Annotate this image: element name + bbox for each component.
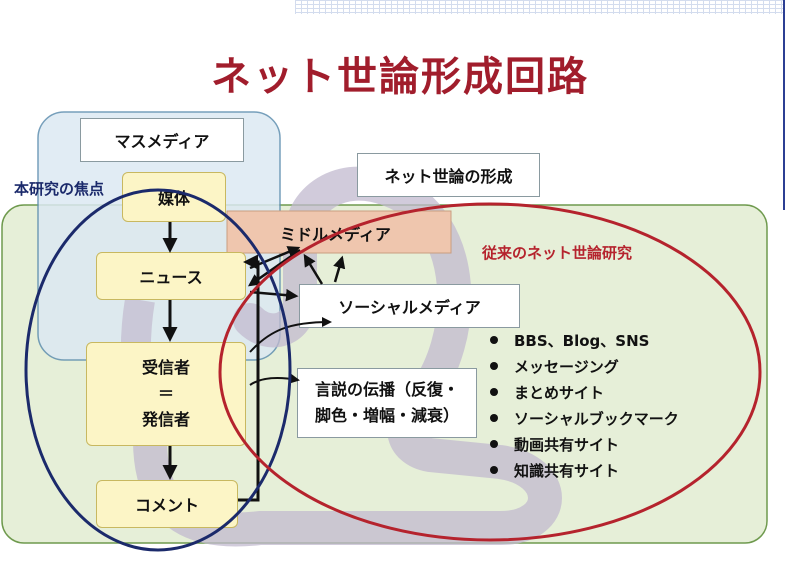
mass-media-box: マスメディア [80, 118, 244, 162]
bullet-icon [490, 335, 498, 344]
receiver-label: 受信者 [141, 358, 190, 377]
list-item: 知識共有サイト [490, 458, 679, 484]
comment-label: コメント [134, 496, 199, 515]
arrow-social-to-middle-2 [333, 255, 346, 283]
social-media-list: BBS、Blog、SNS メッセージング まとめサイト ソーシャルブックマーク … [490, 328, 679, 484]
comment-box: コメント [96, 480, 238, 528]
decorative-right-rule [783, 0, 785, 210]
equals-label: ＝ [157, 384, 174, 403]
list-item: メッセージング [490, 354, 679, 380]
net-opinion-formation-label: ネット世論の形成 [384, 167, 513, 186]
arrow-receiver-to-social [249, 317, 332, 353]
bullet-icon [490, 465, 498, 474]
list-item: まとめサイト [490, 380, 679, 406]
discourse-line2: 脚色・増幅・減衰） [314, 406, 459, 425]
discourse-propagation-box: 言説の伝播（反復・ 脚色・増幅・減衰） [297, 368, 477, 438]
arrow-news-to-social-media [249, 288, 299, 302]
arrow-receiver-to-discourse [249, 373, 300, 386]
conventional-research-ellipse [218, 202, 762, 542]
social-media-box: ソーシャルメディア [299, 284, 520, 328]
bullet-icon [490, 413, 498, 422]
list-item: BBS、Blog、SNS [490, 328, 679, 354]
discourse-line1: 言説の伝播（反復・ [314, 380, 459, 399]
page-title: ネット世論形成回路 [211, 54, 589, 100]
focus-ellipse [24, 188, 292, 552]
arrow-social-to-middle [303, 253, 324, 285]
bullet-icon [490, 361, 498, 370]
sender-label: 発信者 [141, 410, 190, 429]
bullet-icon [490, 439, 498, 448]
mass-media-label: マスメディア [114, 132, 210, 151]
list-item: 動画共有サイト [490, 432, 679, 458]
news-box: ニュース [96, 252, 246, 300]
arrow-middle-media-to-news [247, 248, 301, 287]
arrow-news-to-middle-media [249, 246, 301, 270]
net-opinion-formation-box: ネット世論の形成 [357, 153, 540, 197]
focus-label: 本研究の焦点 [14, 180, 105, 198]
decorative-grid-strip [295, 0, 785, 14]
list-item: ソーシャルブックマーク [490, 406, 679, 432]
social-media-label: ソーシャルメディア [338, 298, 481, 317]
conventional-research-label: 従来のネット世論研究 [482, 244, 633, 262]
news-label: ニュース [139, 268, 203, 287]
bullet-icon [490, 387, 498, 396]
media-body-box: 媒体 [122, 172, 226, 222]
